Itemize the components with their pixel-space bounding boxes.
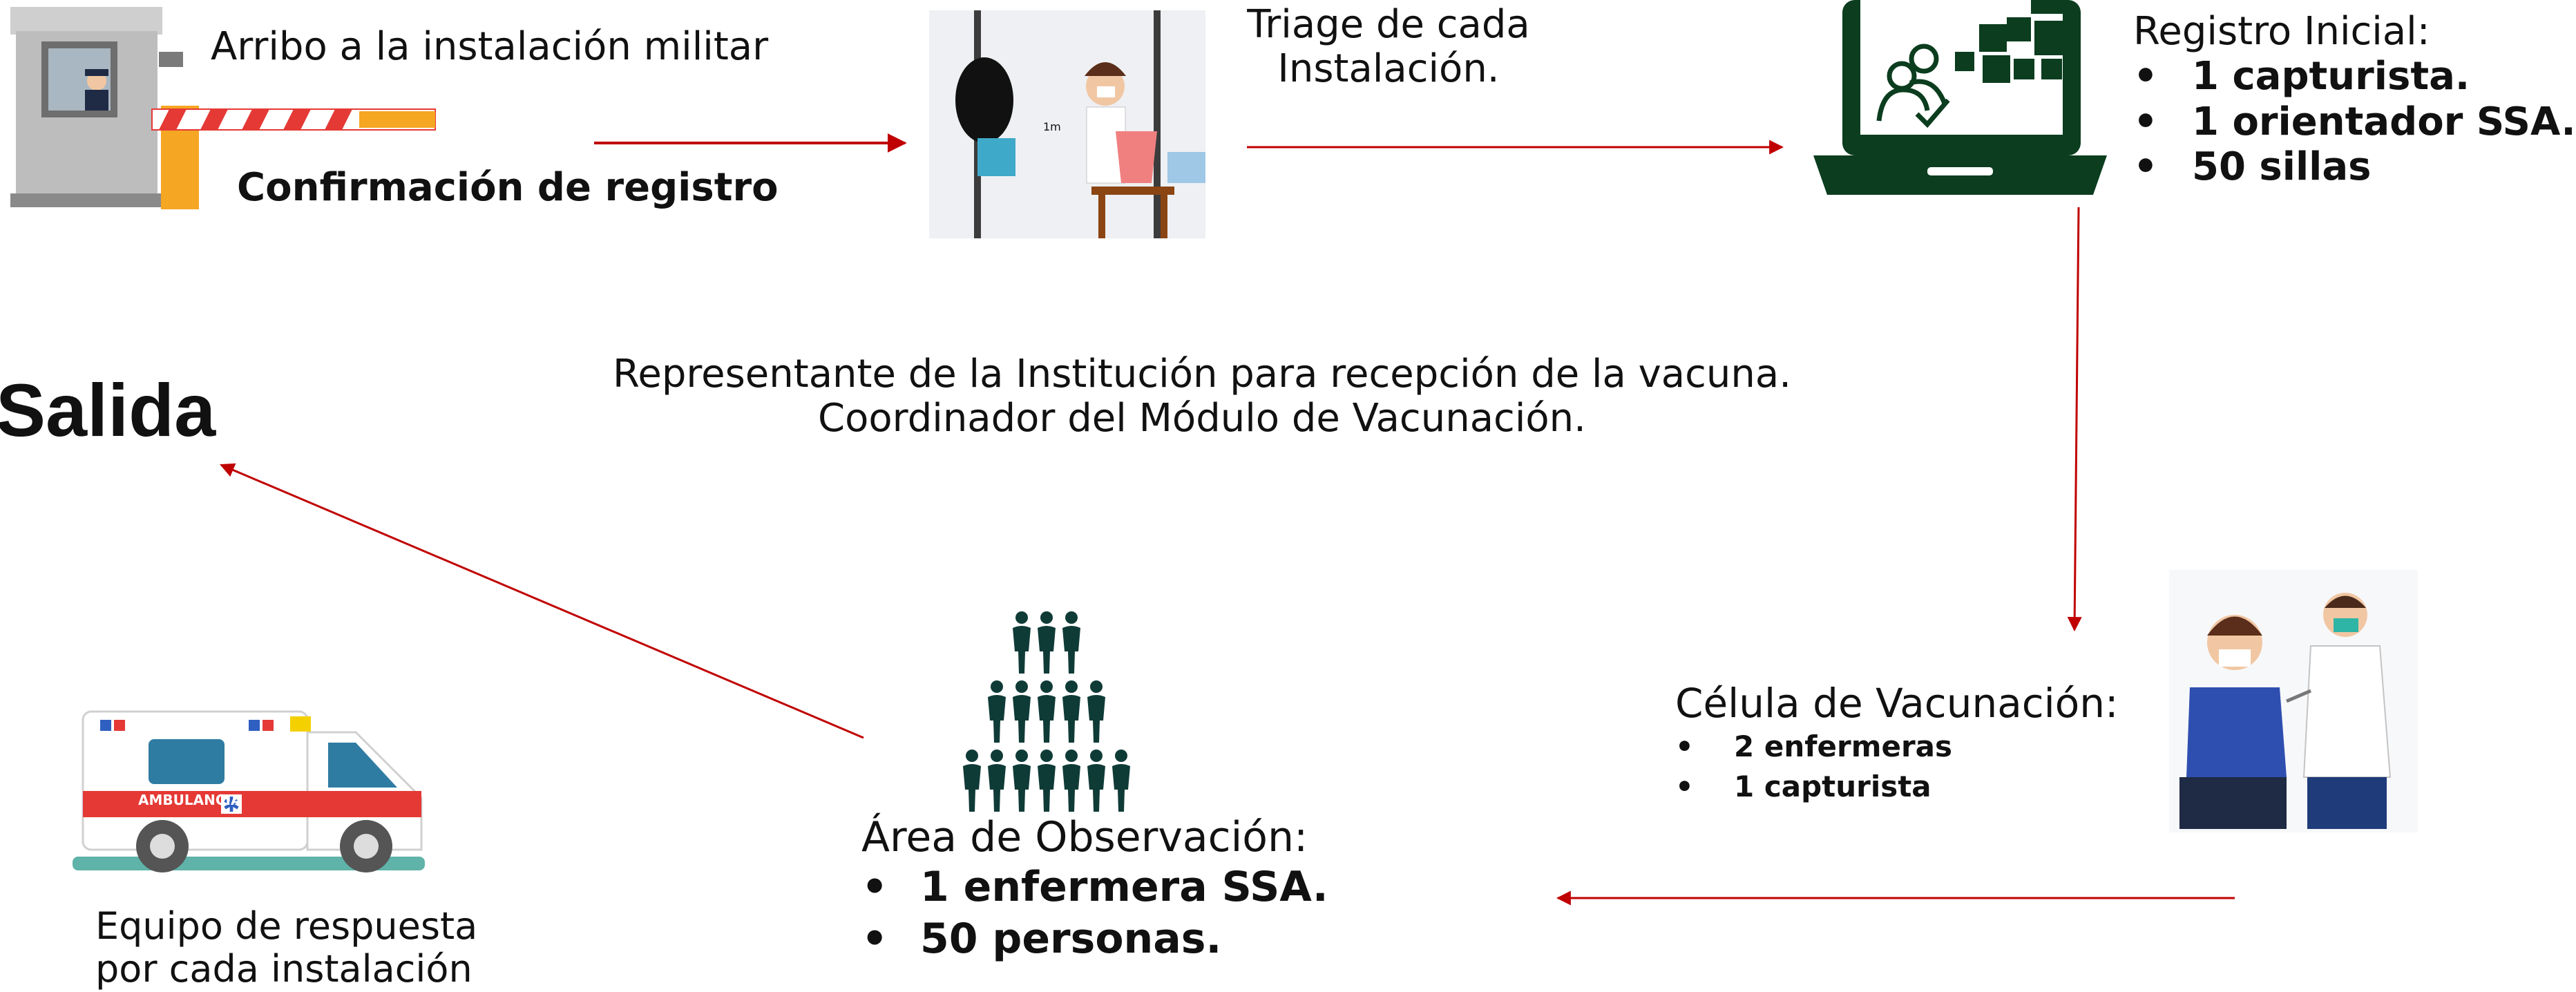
arrival-subtitle: Confirmación de registro: [237, 165, 779, 210]
response-team-line2: por cada instalación: [95, 947, 473, 991]
laptop-registration-icon: [1813, 0, 2107, 200]
vaccination-title: Célula de Vacunación:: [1675, 680, 2119, 727]
observation-title: Área de Observación:: [861, 813, 1308, 861]
guard-booth-illustration: [10, 3, 439, 211]
triage-title: Triage de cada Instalación.: [1223, 2, 1554, 92]
triage-illustration: 1m: [929, 10, 1205, 238]
exit-label: Salida: [0, 368, 216, 452]
arrow-registro-to-vaccination: [2067, 207, 2082, 632]
svg-text:✱: ✱: [222, 793, 240, 817]
registro-item: 1 orientador SSA.: [2133, 99, 2576, 145]
registro-item: 50 sillas: [2133, 144, 2576, 190]
center-note: Representante de la Institución para rec…: [511, 352, 1893, 441]
triage-title-line1: Triage de cada: [1247, 2, 1530, 47]
arrow-observation-to-exit: [220, 463, 864, 739]
registro-block: Registro Inicial: 1 capturista. 1 orient…: [2133, 9, 2576, 190]
people-crowd-icon: [953, 608, 1140, 815]
vaccination-illustration: [2169, 570, 2418, 832]
ambulance-illustration: ✱ AMBULANCIA: [73, 701, 432, 877]
response-team-label: Equipo de respuesta por cada instalación: [95, 904, 478, 991]
triage-title-line2: Instalación.: [1277, 46, 1500, 92]
center-note-line2: Coordinador del Módulo de Vacunación.: [818, 396, 1586, 441]
registro-item: 1 capturista.: [2133, 54, 2576, 99]
vaccination-item: 1 capturista: [1675, 767, 2119, 807]
registro-title: Registro Inicial:: [2133, 9, 2430, 54]
observation-item: 50 personas.: [861, 913, 1328, 965]
vaccination-item: 2 enfermeras: [1675, 727, 2119, 767]
triage-distance-label: 1m: [1043, 120, 1061, 133]
vaccination-block: Célula de Vacunación: 2 enfermeras 1 cap…: [1675, 680, 2119, 807]
center-note-line1: Representante de la Institución para rec…: [612, 352, 1792, 397]
response-team-line1: Equipo de respuesta: [95, 904, 478, 948]
ambulance-label: AMBULANCIA: [138, 792, 242, 808]
observation-block: Área de Observación: 1 enfermera SSA. 50…: [861, 813, 1328, 966]
observation-item: 1 enfermera SSA.: [861, 861, 1328, 913]
arrival-title: Arribo a la instalación militar: [211, 24, 769, 69]
